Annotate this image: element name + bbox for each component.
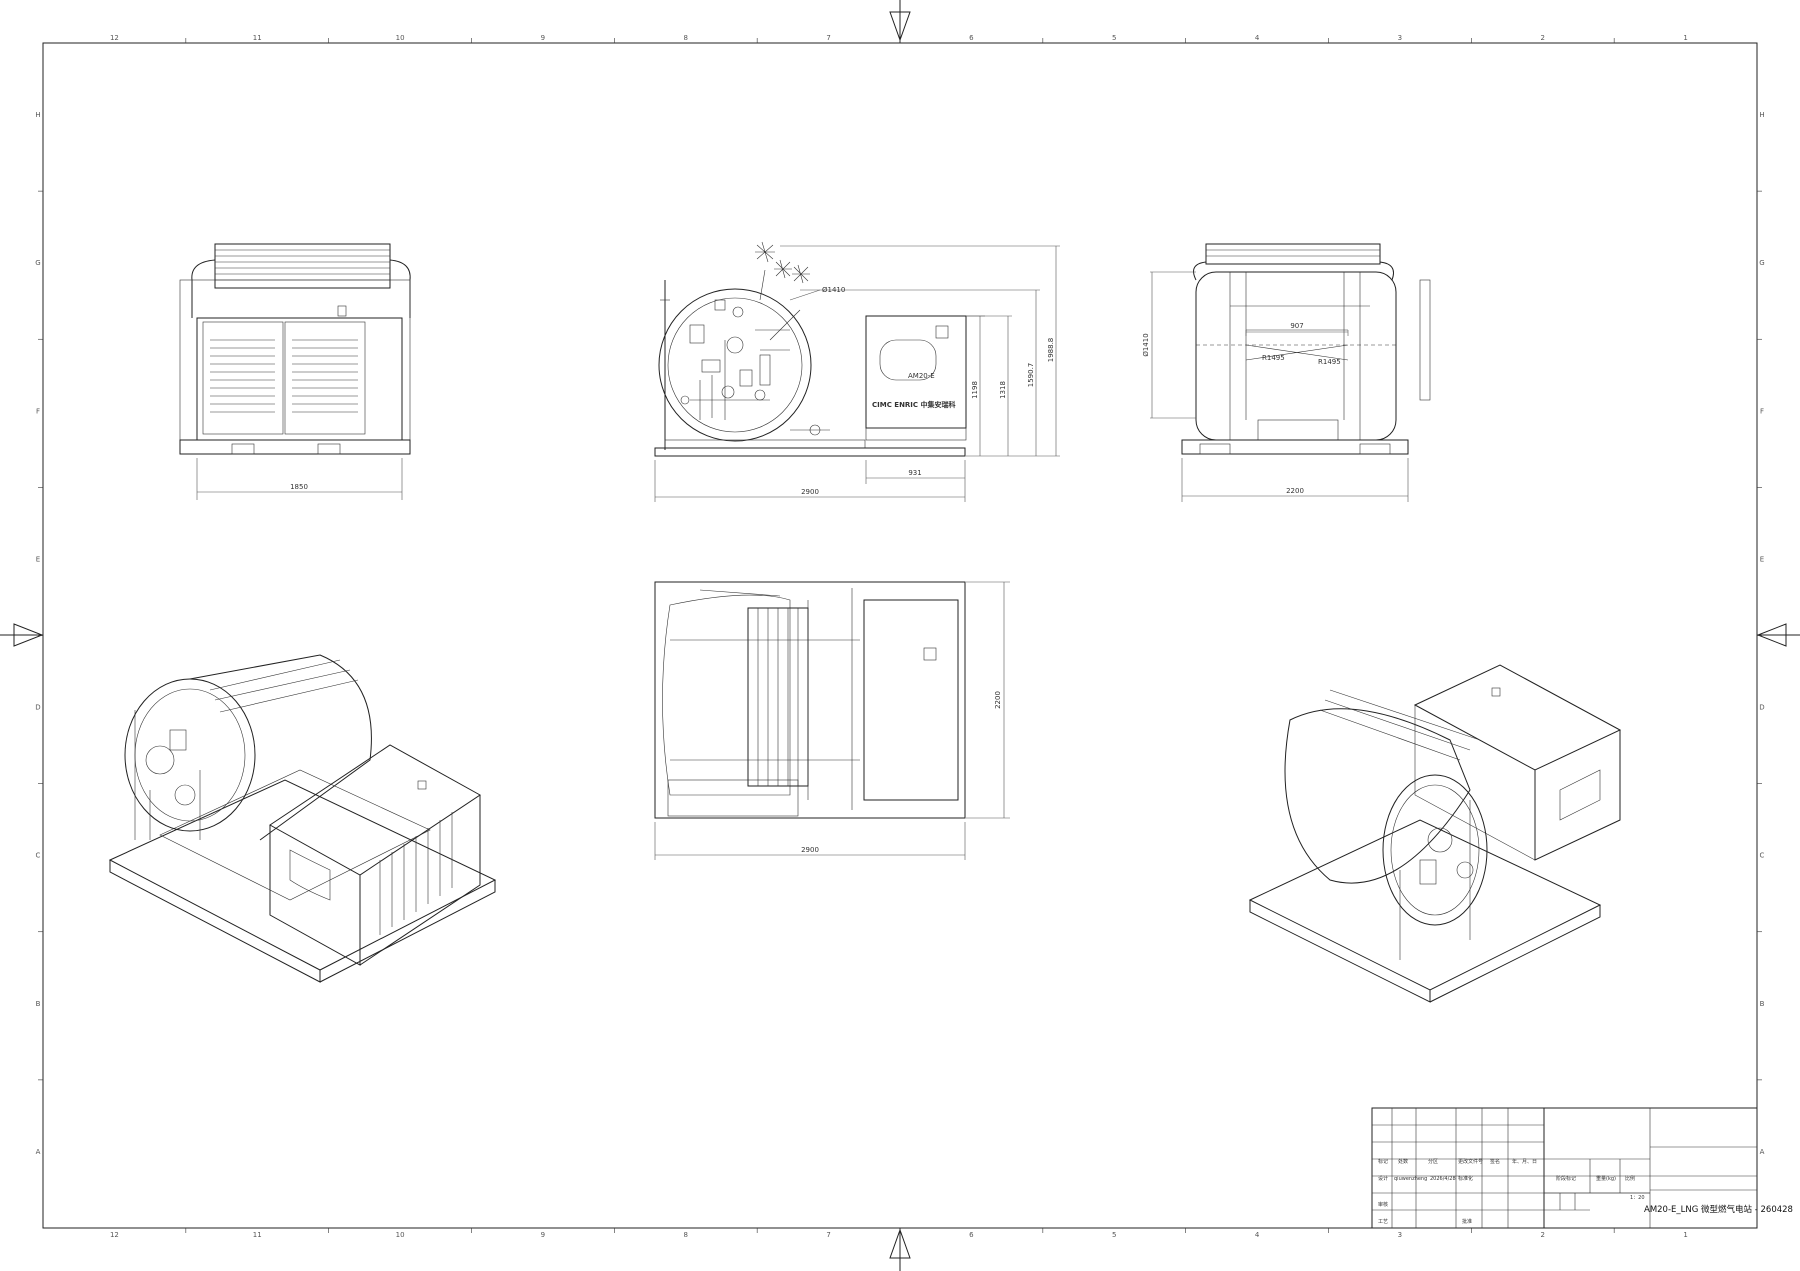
grid-row-label: A xyxy=(36,1148,41,1156)
tb-review: 审核 xyxy=(1378,1201,1388,1208)
grid-column-label: 4 xyxy=(1255,1231,1260,1239)
grid-row-ruler-right: H G F E D C B A xyxy=(1757,111,1765,1156)
grid-row-label: C xyxy=(36,852,41,860)
side-view: CIMC ENRIC 中集安瑞科 AM20-E 2900 931 1198 13… xyxy=(654,241,1060,502)
side-brand-label: CIMC ENRIC 中集安瑞科 xyxy=(872,400,956,409)
tb-design: 设计 xyxy=(1378,1175,1388,1182)
grid-column-label: 7 xyxy=(826,1231,830,1239)
grid-column-label: 12 xyxy=(110,1231,119,1239)
tb-mark: 标记 xyxy=(1378,1158,1388,1165)
grid-row-label: E xyxy=(1760,555,1764,563)
tb-weight: 重量(kg) xyxy=(1596,1175,1616,1182)
grid-column-ruler-top: 12 11 10 9 8 7 6 5 4 3 2 1 xyxy=(110,34,1688,43)
grid-row-label: A xyxy=(1760,1148,1765,1156)
tb-approve: 批准 xyxy=(1462,1218,1472,1225)
isometric-view-left xyxy=(108,654,497,983)
grid-row-label: B xyxy=(36,1000,41,1008)
tb-date-cells: 年、月、日 xyxy=(1512,1158,1537,1165)
grid-column-label: 6 xyxy=(969,34,974,42)
grid-column-label: 10 xyxy=(396,34,405,42)
grid-column-label: 9 xyxy=(541,34,545,42)
grid-column-label: 6 xyxy=(969,1231,974,1239)
grid-column-label: 7 xyxy=(826,34,830,42)
grid-column-label: 1 xyxy=(1683,34,1687,42)
tb-standardize: 标准化 xyxy=(1458,1175,1473,1182)
grid-row-label: F xyxy=(36,407,40,415)
grid-row-label: E xyxy=(36,555,40,563)
tb-designer: qiuwenzheng xyxy=(1394,1176,1427,1182)
drawing-title: AM20-E_LNG 微型燃气电站 - 260428 xyxy=(1644,1204,1793,1215)
grid-column-label: 9 xyxy=(541,1231,545,1239)
grid-column-ruler-bottom: 12 11 10 9 8 7 6 5 4 3 2 1 xyxy=(110,1228,1688,1239)
grid-column-label: 2 xyxy=(1541,34,1545,42)
tb-zone: 分区 xyxy=(1428,1158,1438,1165)
height-dim-1: 1198 xyxy=(971,381,979,399)
grid-row-label: H xyxy=(1759,111,1764,119)
tb-stage-mark: 阶段标记 xyxy=(1556,1175,1576,1182)
side-width-dimension: 2900 xyxy=(801,488,819,496)
isometric-view-right xyxy=(1248,664,1622,1003)
front-view: 1850 xyxy=(179,243,411,500)
grid-column-label: 4 xyxy=(1255,34,1260,42)
grid-row-label: D xyxy=(35,704,40,712)
grid-row-ruler-left: H G F E D C B A xyxy=(35,111,43,1156)
grid-row-label: H xyxy=(35,111,40,119)
tb-design-date: 2026/4/28 xyxy=(1430,1176,1456,1182)
grid-row-label: G xyxy=(1759,259,1764,267)
height-dim-2: 1318 xyxy=(999,381,1007,399)
tb-scale-value: 1：20 xyxy=(1630,1195,1645,1201)
grid-column-label: 12 xyxy=(110,34,119,42)
height-dim-4: 1988.8 xyxy=(1047,338,1055,363)
top-view: 2900 2200 xyxy=(654,581,1010,860)
grid-row-label: F xyxy=(1760,407,1764,415)
front-width-dimension: 1850 xyxy=(290,483,308,491)
rear-inner-dimension: 907 xyxy=(1290,322,1303,330)
rear-width-dimension: 2200 xyxy=(1286,487,1304,495)
top-width-dimension: 2900 xyxy=(801,846,819,854)
grid-column-label: 5 xyxy=(1112,1231,1116,1239)
rear-view: 907 R1495 R1495 2200 Ø1410 xyxy=(1142,243,1431,502)
grid-column-label: 11 xyxy=(253,1231,262,1239)
tb-ratio: 比例 xyxy=(1625,1175,1635,1182)
title-block: 标记 处数 分区 更改文件号 签名 年、月、日 设计 qiuwenzheng 2… xyxy=(1371,1107,1793,1229)
grid-column-label: 11 xyxy=(253,34,262,42)
rear-radius-left: R1495 xyxy=(1262,354,1285,362)
side-diameter-dimension: Ø1410 xyxy=(822,286,845,294)
grid-column-label: 1 xyxy=(1683,1231,1687,1239)
tb-change-doc: 更改文件号 xyxy=(1458,1158,1483,1165)
grid-column-label: 5 xyxy=(1112,34,1116,42)
rear-radius-right: R1495 xyxy=(1318,358,1341,366)
side-subwidth-dimension: 931 xyxy=(908,469,921,477)
grid-row-label: G xyxy=(35,259,40,267)
grid-row-label: C xyxy=(1760,852,1765,860)
height-dim-3: 1590.7 xyxy=(1027,363,1035,388)
grid-row-label: B xyxy=(1760,1000,1765,1008)
grid-row-label: D xyxy=(1759,704,1764,712)
tb-count: 处数 xyxy=(1398,1158,1408,1165)
rear-diameter-dimension: Ø1410 xyxy=(1142,333,1150,356)
top-height-dimension: 2200 xyxy=(994,691,1002,709)
grid-column-label: 8 xyxy=(684,1231,688,1239)
grid-column-label: 8 xyxy=(684,34,688,42)
grid-column-label: 3 xyxy=(1398,1231,1402,1239)
tb-sign: 签名 xyxy=(1490,1158,1500,1165)
side-panel-label: AM20-E xyxy=(908,372,935,380)
grid-column-label: 2 xyxy=(1541,1231,1545,1239)
tb-process: 工艺 xyxy=(1378,1219,1388,1225)
grid-column-label: 10 xyxy=(396,1231,405,1239)
grid-column-label: 3 xyxy=(1398,34,1402,42)
